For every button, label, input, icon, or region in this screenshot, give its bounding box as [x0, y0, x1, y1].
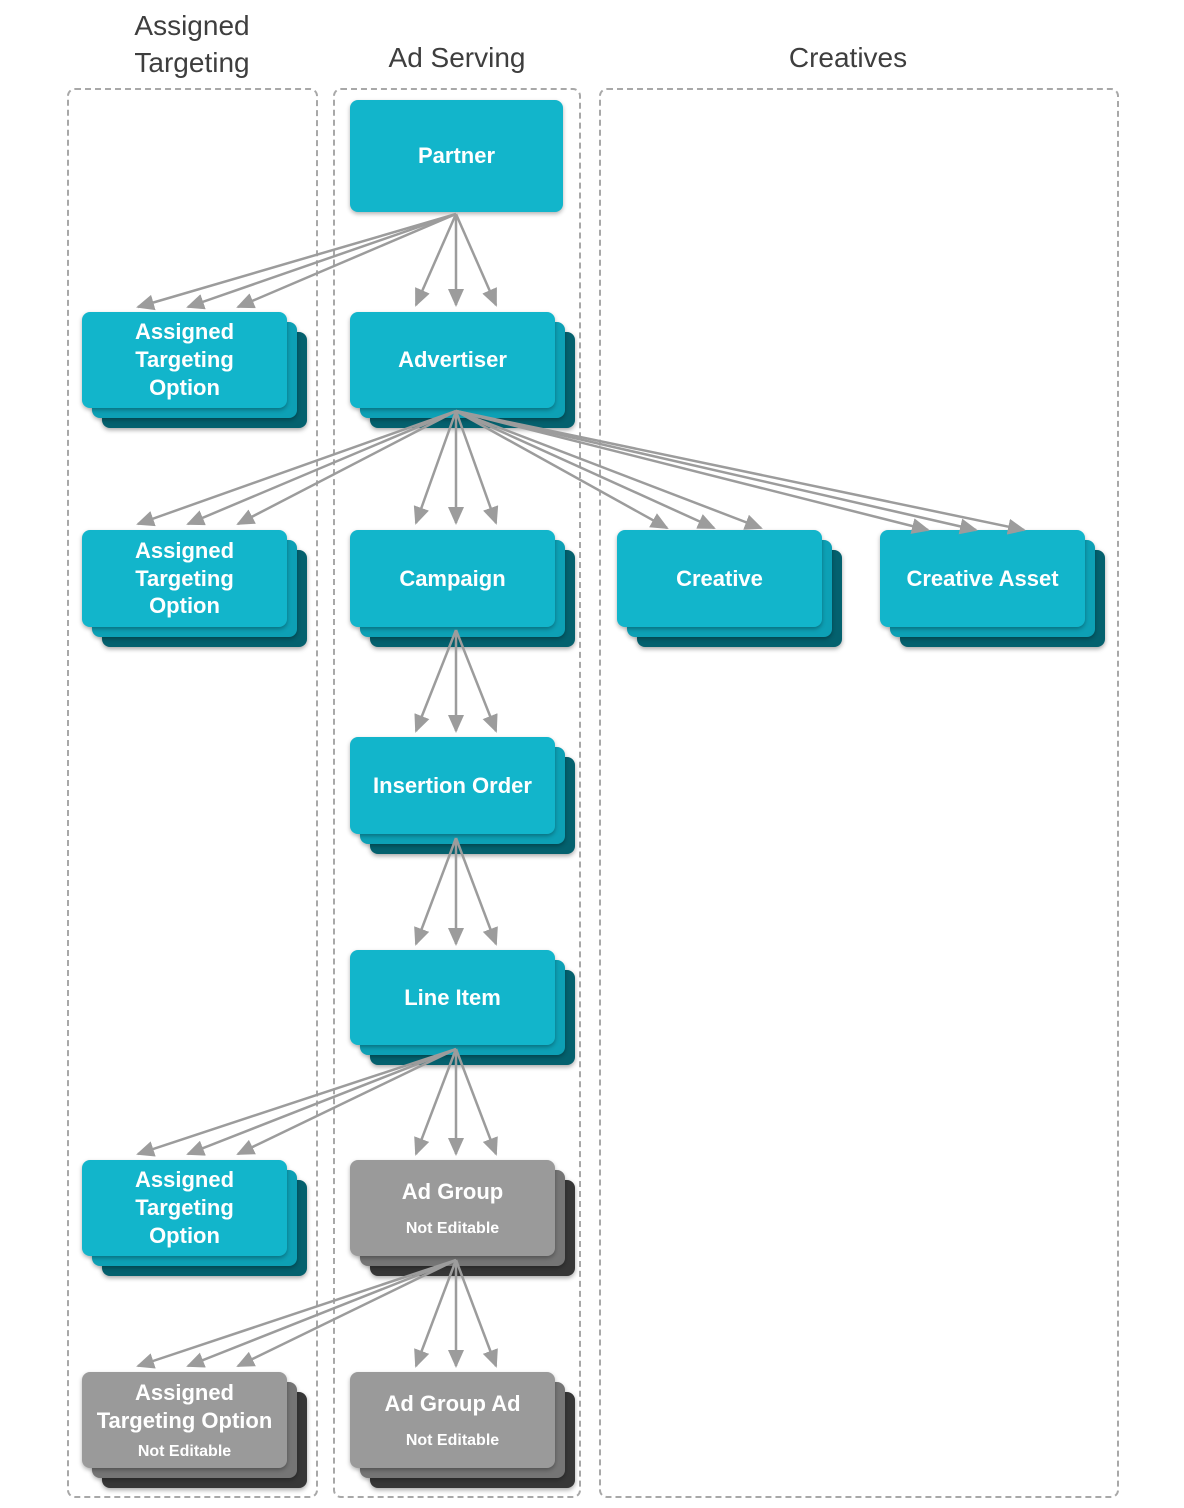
column-title-ad-serving: Ad Serving [388, 42, 526, 73]
node-face: Line Item [350, 950, 555, 1045]
node-sublabel: Not Editable [405, 1219, 500, 1237]
node-assigned-targeting-option-partner: Assigned Targeting Option [82, 312, 307, 428]
node-face: Assigned Targeting Option [82, 530, 287, 627]
node-label: Campaign [399, 565, 506, 591]
node-advertiser: Advertiser [350, 312, 575, 428]
node-assigned-targeting-option-advertiser: Assigned Targeting Option [82, 530, 307, 647]
node-label: Insertion Order [373, 772, 532, 798]
node-label: Creative Asset [906, 565, 1059, 591]
node-creative-asset: Creative Asset [880, 530, 1105, 647]
node-face: Insertion Order [350, 737, 555, 834]
node-assigned-targeting-option-ad-group: Assigned Targeting Option Not Editable [82, 1372, 307, 1488]
node-insertion-order: Insertion Order [350, 737, 575, 854]
node-face: Creative Asset [880, 530, 1085, 627]
node-face: Assigned Targeting Option [82, 312, 287, 408]
node-face: Advertiser [350, 312, 555, 408]
node-face: Assigned Targeting Option [82, 1160, 287, 1256]
node-face: Ad Group Not Editable [350, 1160, 555, 1256]
node-face: Assigned Targeting Option Not Editable [82, 1372, 287, 1468]
node-partner: Partner [350, 100, 563, 212]
node-sublabel: Not Editable [137, 1442, 232, 1460]
node-label: Creative [676, 565, 763, 591]
node-label: Advertiser [398, 347, 507, 373]
column-assigned-targeting [67, 88, 318, 1498]
node-label: Ad Group [401, 1179, 504, 1205]
column-title-assigned-targeting: Assigned Targeting [134, 10, 250, 78]
column-ad-serving [333, 88, 581, 1498]
node-campaign: Campaign [350, 530, 575, 647]
node-label: Partner [417, 143, 496, 169]
node-face: Partner [350, 100, 563, 212]
node-label: Assigned Targeting Option [134, 319, 235, 400]
node-label: Assigned Targeting Option [134, 537, 235, 619]
column-creatives [599, 88, 1119, 1498]
column-title-creatives: Creatives [788, 42, 908, 73]
node-label: Ad Group Ad [384, 1391, 521, 1417]
node-assigned-targeting-option-line-item: Assigned Targeting Option [82, 1160, 307, 1276]
node-ad-group: Ad Group Not Editable [350, 1160, 575, 1276]
node-sublabel: Not Editable [405, 1431, 500, 1449]
node-label: Assigned Targeting Option [134, 1167, 235, 1248]
node-label: Assigned Targeting Option [96, 1380, 273, 1433]
node-face: Campaign [350, 530, 555, 627]
node-label: Line Item [404, 984, 501, 1010]
node-face: Ad Group Ad Not Editable [350, 1372, 555, 1468]
node-creative: Creative [617, 530, 842, 647]
node-ad-group-ad: Ad Group Ad Not Editable [350, 1372, 575, 1488]
node-face: Creative [617, 530, 822, 627]
node-line-item: Line Item [350, 950, 575, 1065]
